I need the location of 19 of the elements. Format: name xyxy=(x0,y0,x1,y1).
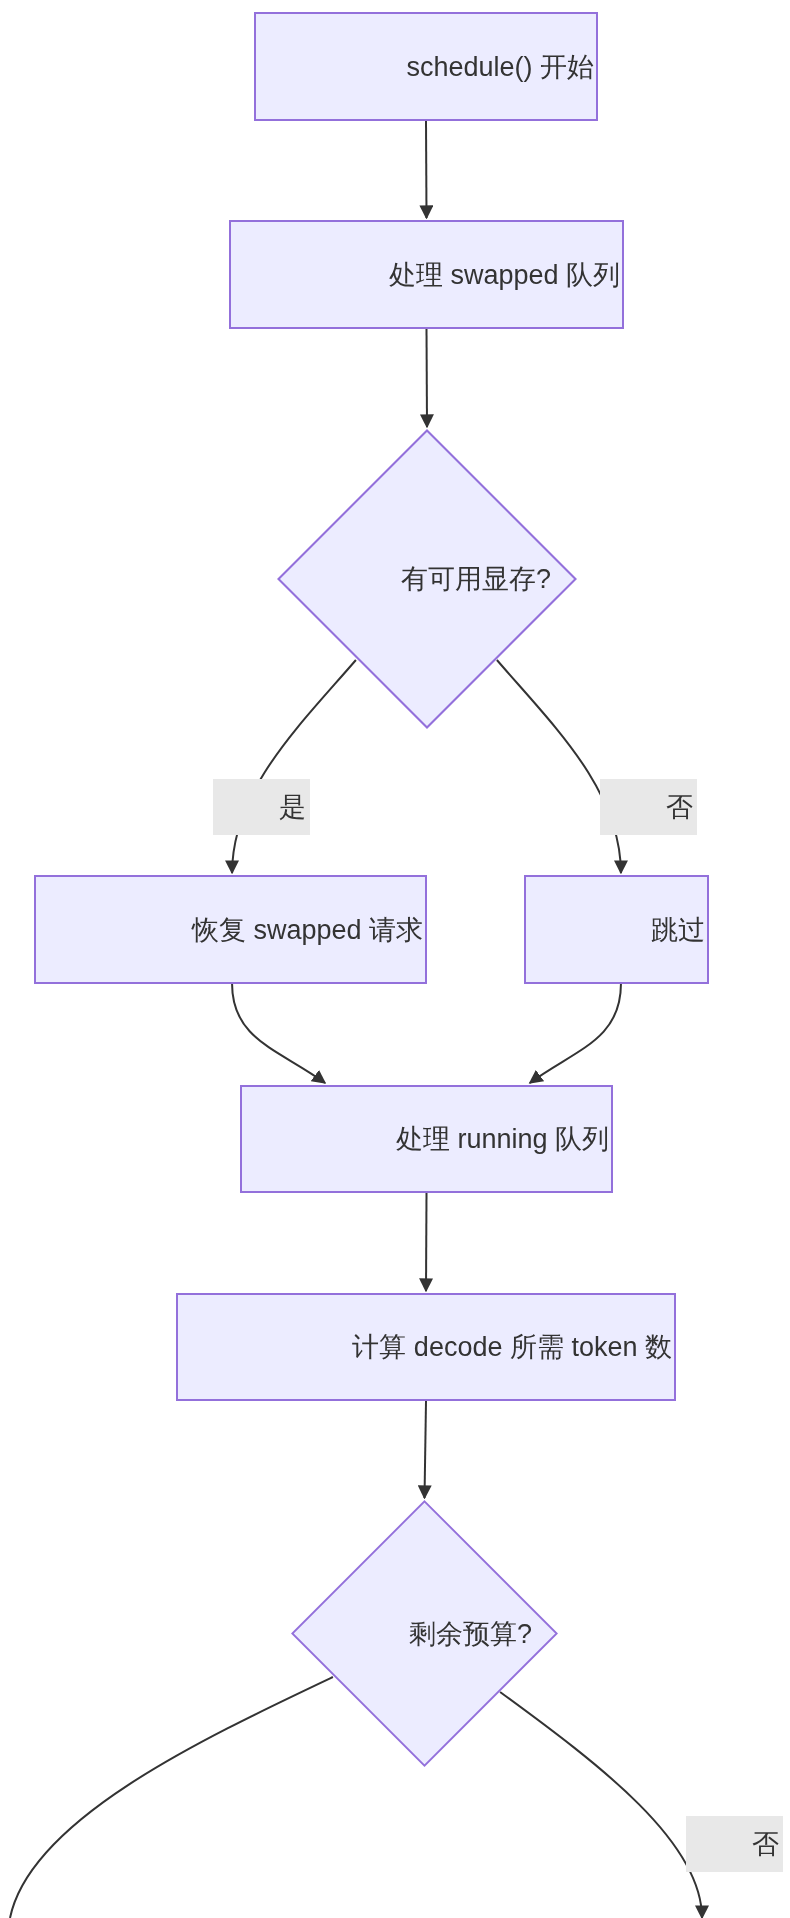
edge-label: 是 xyxy=(213,779,310,835)
arrow xyxy=(419,1192,434,1293)
decision-diamond: 有可用显存? xyxy=(277,429,577,729)
arrow xyxy=(417,1400,432,1500)
arrow xyxy=(528,983,622,1084)
process-box: 跳过 xyxy=(524,875,709,984)
arrow xyxy=(499,1690,708,1918)
process-box: 恢复 swapped 请求 xyxy=(34,875,427,984)
process-box: 处理 swapped 队列 xyxy=(229,220,624,329)
process-box: 计算 decode 所需 token 数 xyxy=(176,1293,676,1401)
decision-diamond: 剩余预算? xyxy=(291,1500,558,1767)
arrow xyxy=(231,983,327,1084)
arrow xyxy=(419,328,434,429)
process-box: schedule() 开始 xyxy=(254,12,598,121)
connector-line xyxy=(9,1676,334,1918)
edge-label: 否 xyxy=(600,779,697,835)
edge-label: 否 xyxy=(686,1816,783,1872)
arrow xyxy=(419,120,434,220)
process-box: 处理 running 队列 xyxy=(240,1085,613,1193)
